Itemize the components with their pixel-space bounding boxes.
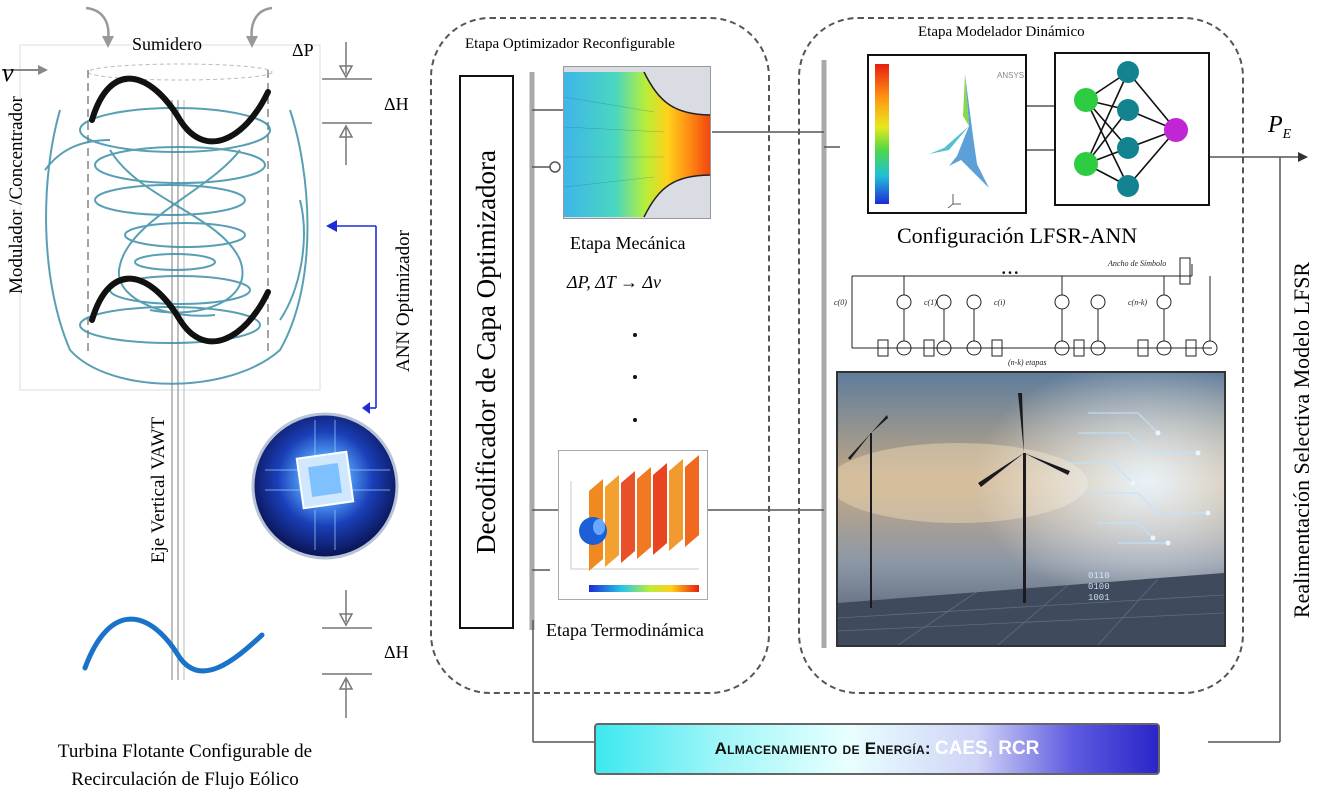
wind-farm-visual: 0110 0100 1001 <box>838 373 1224 645</box>
lfsr-symbol-width-label: Ancho de Símbolo <box>1107 259 1166 268</box>
ann-network-image <box>1054 52 1210 206</box>
delta-h-top-label: ΔH <box>384 94 409 114</box>
sim-to-ann-connectors <box>1027 105 1054 151</box>
ansys-simulation-image: ANSYS <box>867 54 1027 214</box>
mechanical-cfd-image <box>563 66 711 219</box>
storage-prefix: Almacenamiento de Energía: <box>714 739 931 758</box>
lfsr-circuit-svg: c(0) c(1) c(i) c(n-k) Ancho de Símbolo (… <box>834 257 1218 367</box>
modeler-stage-title: Etapa Modelador Dinámico <box>918 24 1085 40</box>
modeler-bus-lines <box>708 60 840 648</box>
thermo-slices-visual <box>559 451 707 599</box>
caption-line-2: Recirculación de Flujo Eólico <box>71 769 299 790</box>
cpu-chip-icon <box>251 412 399 560</box>
binary-line-1: 0110 <box>1088 571 1110 581</box>
lfsr-c0-label: c(0) <box>834 298 847 307</box>
vertical-axis-label: Eje Vertical VAWT <box>148 416 169 564</box>
helix-curves <box>44 107 309 385</box>
delta-h-bottom-label: ΔH <box>384 642 409 662</box>
ansys-blade-visual: ANSYS <box>869 56 1025 212</box>
power-output-label: PE <box>1268 112 1291 143</box>
decoder-box <box>459 75 514 629</box>
decoder-bus <box>529 72 564 630</box>
mechanical-stage-label: Etapa Mecánica <box>570 233 686 253</box>
lfsr-ci-label: c(i) <box>994 298 1005 307</box>
lfsr-circuit-diagram: c(0) c(1) c(i) c(n-k) Ancho de Símbolo (… <box>832 250 1222 368</box>
power-subscript: E <box>1282 126 1292 142</box>
turbine-drawing <box>2 6 399 718</box>
lfsr-ellipsis: • • • <box>1002 268 1019 279</box>
lfsr-c1-label: c(1) <box>924 298 937 307</box>
binary-line-2: 0100 <box>1088 582 1110 592</box>
delta-formula: ΔP, ΔT → Δv <box>567 272 662 292</box>
wind-farm-photo: 0110 0100 1001 <box>836 371 1226 647</box>
energy-storage-box: Almacenamiento de Energía: CAES, RCR <box>594 723 1160 775</box>
delta-p-label: ΔP <box>292 40 314 60</box>
feedback-label: Realimentación Selectiva Modelo LFSR <box>1289 261 1314 619</box>
modeler-stage-box <box>798 17 1244 694</box>
continuation-dots <box>633 333 637 422</box>
decoder-label: Decodificador de Capa Optimizadora <box>471 149 501 555</box>
cfd-flow-visual <box>564 67 710 218</box>
output-feedback-lines <box>1208 152 1308 743</box>
lfsr-stages-label: (n-k) etapas <box>1008 358 1046 367</box>
optimizer-stage-box <box>430 17 770 694</box>
ansys-logo-text: ANSYS <box>997 71 1024 80</box>
storage-highlight: CAES, RCR <box>934 738 1040 759</box>
lfsr-cnk-label: c(n-k) <box>1128 298 1147 307</box>
sink-label: Sumidero <box>132 34 202 54</box>
binary-line-3: 1001 <box>1088 593 1110 603</box>
thermo-stage-label: Etapa Termodinámica <box>546 620 704 640</box>
modulator-label: Modulador /Concentrador <box>6 96 27 294</box>
ann-optimizer-label: ANN Optimizador <box>393 230 414 372</box>
power-symbol: P <box>1268 112 1283 138</box>
caption-line-1: Turbina Flotante Configurable de <box>57 741 313 762</box>
turbine-caption: Turbina Flotante Configurable de Recircu… <box>20 738 350 794</box>
ann-network-diagram <box>1074 61 1188 197</box>
optimizer-stage-title: Etapa Optimizador Reconfigurable <box>465 36 675 52</box>
blue-sine-curve <box>82 616 265 674</box>
storage-input-line <box>532 620 596 743</box>
lfsr-ann-config-label: Configuración LFSR-ANN <box>897 223 1138 248</box>
velocity-symbol: v <box>2 58 14 87</box>
thermo-simulation-image <box>558 450 708 600</box>
